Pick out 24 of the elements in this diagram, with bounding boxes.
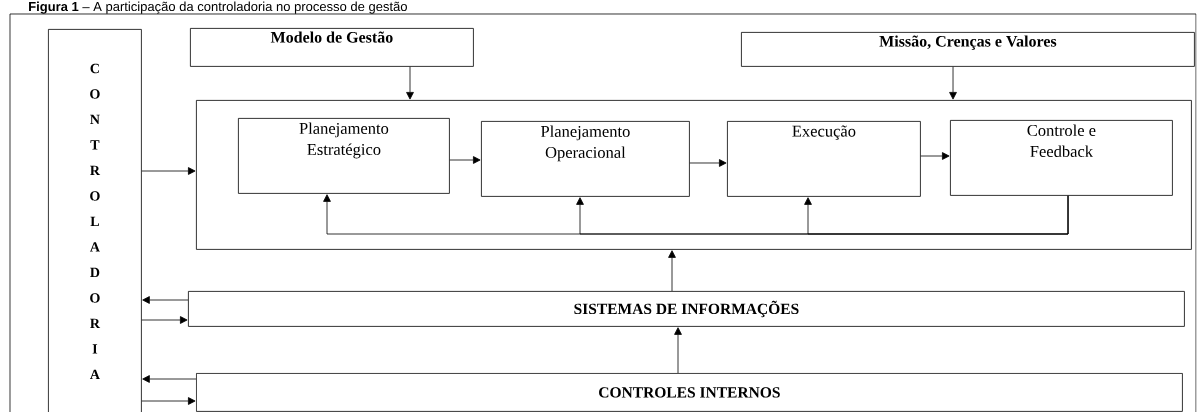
vertical-label-box: CONTROLADORIA [48, 29, 142, 412]
arrow [142, 296, 189, 304]
process-box: Planejamento Estratégico [238, 118, 450, 194]
arrow [142, 375, 197, 383]
arrow [689, 159, 727, 167]
arrow [141, 167, 196, 175]
arrow [674, 327, 682, 374]
arrow [920, 152, 950, 160]
arrow [949, 66, 957, 100]
process-box: Execução [727, 121, 921, 197]
process-box: Controle e Feedback [950, 120, 1173, 196]
heading-box: Modelo de Gestão [190, 28, 474, 67]
system-band: SISTEMAS DE INFORMAÇÕES [188, 291, 1185, 327]
arrow [141, 397, 196, 405]
process-frame [196, 100, 1192, 250]
arrow [668, 250, 676, 292]
process-box: Planejamento Operacional [481, 121, 690, 197]
heading-box: Missão, Crenças e Valores [741, 32, 1195, 67]
system-band: CONTROLES INTERNOS [196, 373, 1183, 412]
arrow [141, 316, 188, 324]
arrow [406, 66, 414, 100]
arrow [804, 195, 1069, 235]
arrow [449, 156, 481, 164]
figure-title: Figura 1 – A participação da controladoria no processo de gestão [29, 1, 407, 14]
